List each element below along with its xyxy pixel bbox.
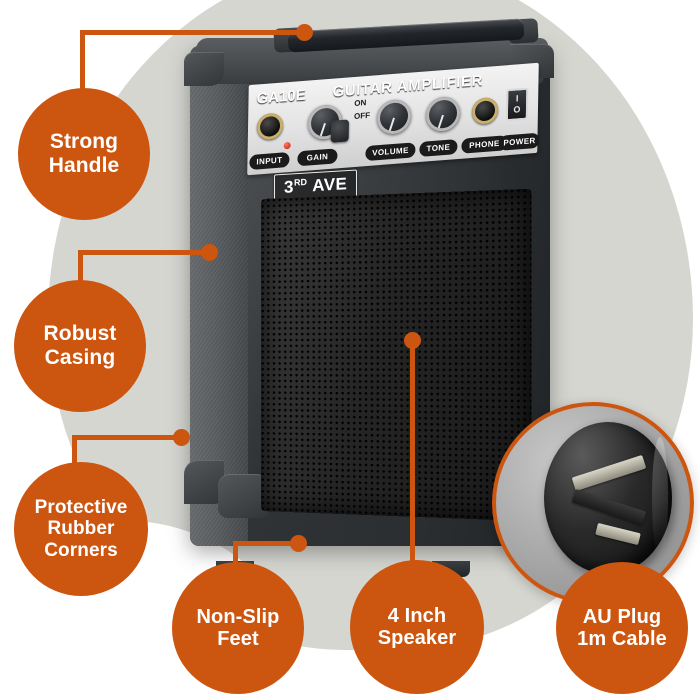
input-label: INPUT (249, 151, 290, 171)
callout-protective-corners-line-1: Protective (34, 497, 128, 519)
rubber-corner-bottom-left (184, 460, 224, 504)
callout-protective-corners-line-2: Rubber (47, 518, 115, 540)
leader-line-feet-h (233, 541, 298, 546)
leader-line-strong-handle-v (80, 30, 85, 104)
brand-ordinal: RD (293, 176, 307, 188)
phone-jack[interactable] (471, 96, 499, 125)
leader-line-robust-casing-h (78, 250, 210, 255)
hotspot-dot-robust-casing (201, 244, 218, 261)
callout-robust-casing-line-1: Robust (43, 322, 117, 346)
callout-non-slip-feet-line-2: Feet (217, 628, 259, 650)
plug-pin-active (571, 454, 647, 492)
callout-strong-handle-line-1: Strong (49, 130, 119, 154)
plug-pin-earth (595, 522, 641, 546)
leader-line-feet-v (233, 541, 238, 577)
hotspot-dot-strong-handle (296, 24, 313, 41)
callout-four-inch-speaker-line-2: Speaker (377, 627, 457, 649)
leader-line-speaker-v (410, 344, 415, 562)
leader-line-robust-casing-v (78, 250, 83, 298)
leader-line-corners-h (72, 435, 182, 440)
tone-label: TONE (419, 139, 458, 157)
switch-on-label: ON (354, 98, 367, 108)
rubber-corner-top-left (184, 52, 224, 86)
switch-off-label: OFF (354, 110, 371, 121)
hotspot-dot-feet (290, 535, 307, 552)
input-jack[interactable] (256, 112, 284, 141)
callout-protective-corners-line-3: Corners (44, 539, 118, 561)
callout-au-plug-cable-line-2: 1m Cable (577, 628, 667, 650)
speaker-grille (261, 188, 532, 522)
on-off-toggle-switch[interactable] (330, 119, 350, 143)
callout-protective-corners[interactable]: Protective Rubber Corners (14, 462, 148, 596)
volume-knob[interactable] (376, 98, 412, 136)
leader-line-strong-handle-h (80, 30, 308, 35)
power-led-indicator (283, 141, 291, 150)
tone-knob[interactable] (425, 95, 461, 133)
callout-non-slip-feet-line-1: Non-Slip (196, 605, 280, 628)
power-rocker-switch[interactable]: I O (505, 87, 529, 122)
callout-four-inch-speaker[interactable]: 4 Inch Speaker (350, 560, 484, 694)
volume-label: VOLUME (365, 142, 416, 162)
au-plug-inset-photo (492, 402, 694, 604)
plug-housing (544, 422, 672, 574)
callout-au-plug-cable[interactable]: AU Plug 1m Cable (556, 562, 688, 694)
guitar-amplifier-product: GA10E GUITAR AMPLIFIER ON OFF I O INPUT … (170, 18, 570, 577)
leader-line-corners-v (72, 435, 77, 477)
callout-four-inch-speaker-line-1: 4 Inch (387, 604, 447, 627)
gain-label: GAIN (297, 148, 338, 167)
power-label: POWER (499, 132, 540, 151)
callout-au-plug-cable-line-1: AU Plug (582, 605, 662, 628)
callout-robust-casing-line-2: Casing (44, 346, 116, 369)
brand-word: AVE (312, 174, 348, 196)
callout-non-slip-feet[interactable]: Non-Slip Feet (172, 562, 304, 694)
category-name: GUITAR AMPLIFIER (332, 72, 484, 101)
callout-robust-casing[interactable]: Robust Casing (14, 280, 146, 412)
callout-strong-handle[interactable]: Strong Handle (18, 88, 150, 220)
brand-number: 3 (284, 177, 294, 197)
hotspot-dot-speaker (404, 332, 421, 349)
callout-strong-handle-line-2: Handle (48, 154, 120, 177)
rocker-off-mark: O (513, 104, 521, 115)
model-name: GA10E (256, 86, 306, 108)
plug-pin-neutral (571, 488, 647, 526)
hotspot-dot-corners (173, 429, 190, 446)
